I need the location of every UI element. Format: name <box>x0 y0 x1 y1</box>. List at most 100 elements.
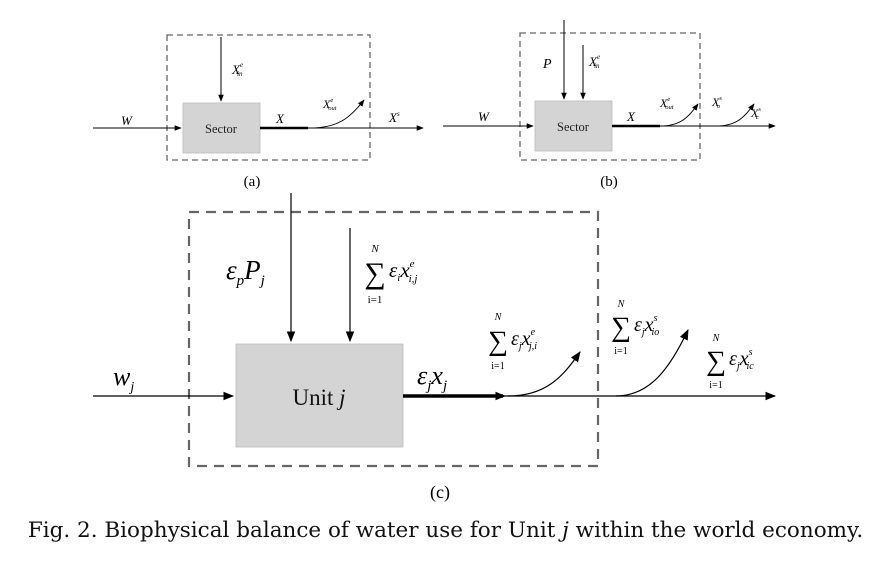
panel-b-xsc-sup: s <box>758 106 761 113</box>
panel-a-xeout-base: X <box>322 97 331 111</box>
panel-a-xeout-arrow <box>309 99 365 129</box>
panel-c-x-x: x <box>430 361 443 390</box>
panel-c-ep-eps: ε <box>226 255 237 285</box>
panel-a-xeout-sup: e <box>330 97 333 104</box>
panel-b-boundary <box>519 32 701 161</box>
panel-c-ic-formula: N ∑ i=1 εjxs ic <box>706 333 754 391</box>
panel-c-io-sum-bot: i=1 <box>614 346 627 357</box>
panel-b-xso-sub: o <box>717 103 721 110</box>
panel-c-ep-label: εpPj <box>226 255 265 289</box>
panel-c-export-x-sup: e <box>531 327 536 338</box>
caption-j: j <box>562 518 569 543</box>
panel-c-import-sum-sym: ∑ <box>364 257 385 290</box>
panel-c-x-eps-sub: j <box>425 378 431 394</box>
panel-b-xsc-sub: c <box>756 114 759 121</box>
panel-a-xs-sup: s <box>397 110 400 118</box>
panel-c-ic-eps-sub: j <box>735 361 740 372</box>
panel-c-ep-sub: p <box>236 273 245 289</box>
caption-prefix: Fig. 2. Biophysical balance of water use… <box>27 518 563 543</box>
panel-a-boundary <box>166 34 371 161</box>
panel-a-x-label: X <box>275 111 285 126</box>
panel-c-unit-j: j <box>336 385 345 410</box>
panel-a-label: (a) <box>244 174 261 190</box>
panel-c-export-sum-bot: i=1 <box>491 361 504 372</box>
panel-a-w-label: W <box>121 113 133 128</box>
panel-c-export-eps-sub: j <box>517 341 522 352</box>
panel-c-unit-word: Unit <box>292 385 339 410</box>
panel-c-unit-label: Unit j <box>292 385 345 410</box>
panel-c-import-sum-bot: i=1 <box>368 294 383 306</box>
panel-b-w-label: W <box>478 109 490 124</box>
panel-c-io-x-sub: io <box>651 327 659 338</box>
panel-c-ic-x-sup: s <box>749 347 753 358</box>
panel-c-io-x-sup: s <box>654 313 658 324</box>
panel-c-export-sum-top: N <box>494 312 503 323</box>
panel-c-export-term: εjxe j,i <box>511 327 537 352</box>
panel-a-xein-sup: e <box>240 61 243 69</box>
panel-c-import-x-sub: i,j <box>409 273 418 285</box>
panel-a-xein-base: X <box>231 62 241 77</box>
panel-c-x-x-sub: j <box>441 378 447 394</box>
caption-suffix: within the world economy. <box>568 518 864 543</box>
panel-b-xsc-base: X <box>750 106 759 120</box>
panel-a-xeout-sub: out <box>328 105 337 112</box>
panel-c-ic-x-sub: ic <box>746 361 754 372</box>
panel-b-xein-base: X <box>588 54 598 69</box>
panel-a-xein-sub: in <box>237 70 243 78</box>
panel-c-ic-sum-bot: i=1 <box>709 380 722 391</box>
panel-c-io-eps: ε <box>634 314 642 336</box>
panel-c-export-x: x <box>521 328 531 350</box>
panel-c-ic-eps: ε <box>729 348 737 370</box>
panel-c-export-arrow <box>507 351 581 397</box>
panel-c-x-eps: ε <box>417 361 428 390</box>
panel-b-label: (b) <box>600 174 618 190</box>
panel-c-import-sum-top: N <box>370 243 379 255</box>
panel-c-label: (c) <box>430 482 450 503</box>
panel-c-import-x-sup: e <box>410 258 415 270</box>
panel-c-io-eps-sub: j <box>640 327 645 338</box>
panel-c-ep-psub: j <box>259 273 265 289</box>
panel-c-export-x-sub: j,i <box>527 341 537 352</box>
panel-c-io-arrow <box>615 329 689 397</box>
panel-b-xeout-sup: e <box>667 96 670 103</box>
panel-c-export-formula: N ∑ i=1 εjxe j,i <box>488 312 537 372</box>
panel-c-ic-x: x <box>739 348 749 370</box>
panel-b-xeout-base: X <box>659 96 668 110</box>
panel-c-x-label: εjxj <box>417 361 447 394</box>
panel-a-xs-label: Xs <box>388 110 400 125</box>
panel-b-p-label: P <box>542 57 552 72</box>
panel-c-ic-sum-sym: ∑ <box>706 346 726 377</box>
panel-b-xeout-arrow <box>659 103 699 127</box>
panel-c-w-label: wj <box>113 362 134 395</box>
panel-b-xso-sup: s <box>719 95 722 102</box>
panel-b-xso-base: X <box>711 95 720 109</box>
panel-c-import-eps-sub: i <box>397 272 400 284</box>
panel-c-export-sum-sym: ∑ <box>488 326 508 357</box>
panel-c-import-x: x <box>399 258 410 282</box>
panel-b-xeout-sub: out <box>665 104 674 111</box>
panel-b-sector-box <box>534 100 613 152</box>
panel-c-w-base: w <box>113 362 131 391</box>
panel-c-ep-p: P <box>243 255 261 285</box>
panel-b-sector-label: Sector <box>557 120 590 134</box>
panel-b-xein-sup: e <box>597 53 600 61</box>
panel-c-unit-box <box>235 343 404 448</box>
panel-c-export-eps: ε <box>511 328 519 350</box>
panel-c-io-sum-top: N <box>617 299 626 310</box>
panel-b-xso-arrow <box>715 103 755 127</box>
panel-c-w-sub: j <box>128 380 134 395</box>
panel-c-ic-sum-top: N <box>712 333 721 344</box>
